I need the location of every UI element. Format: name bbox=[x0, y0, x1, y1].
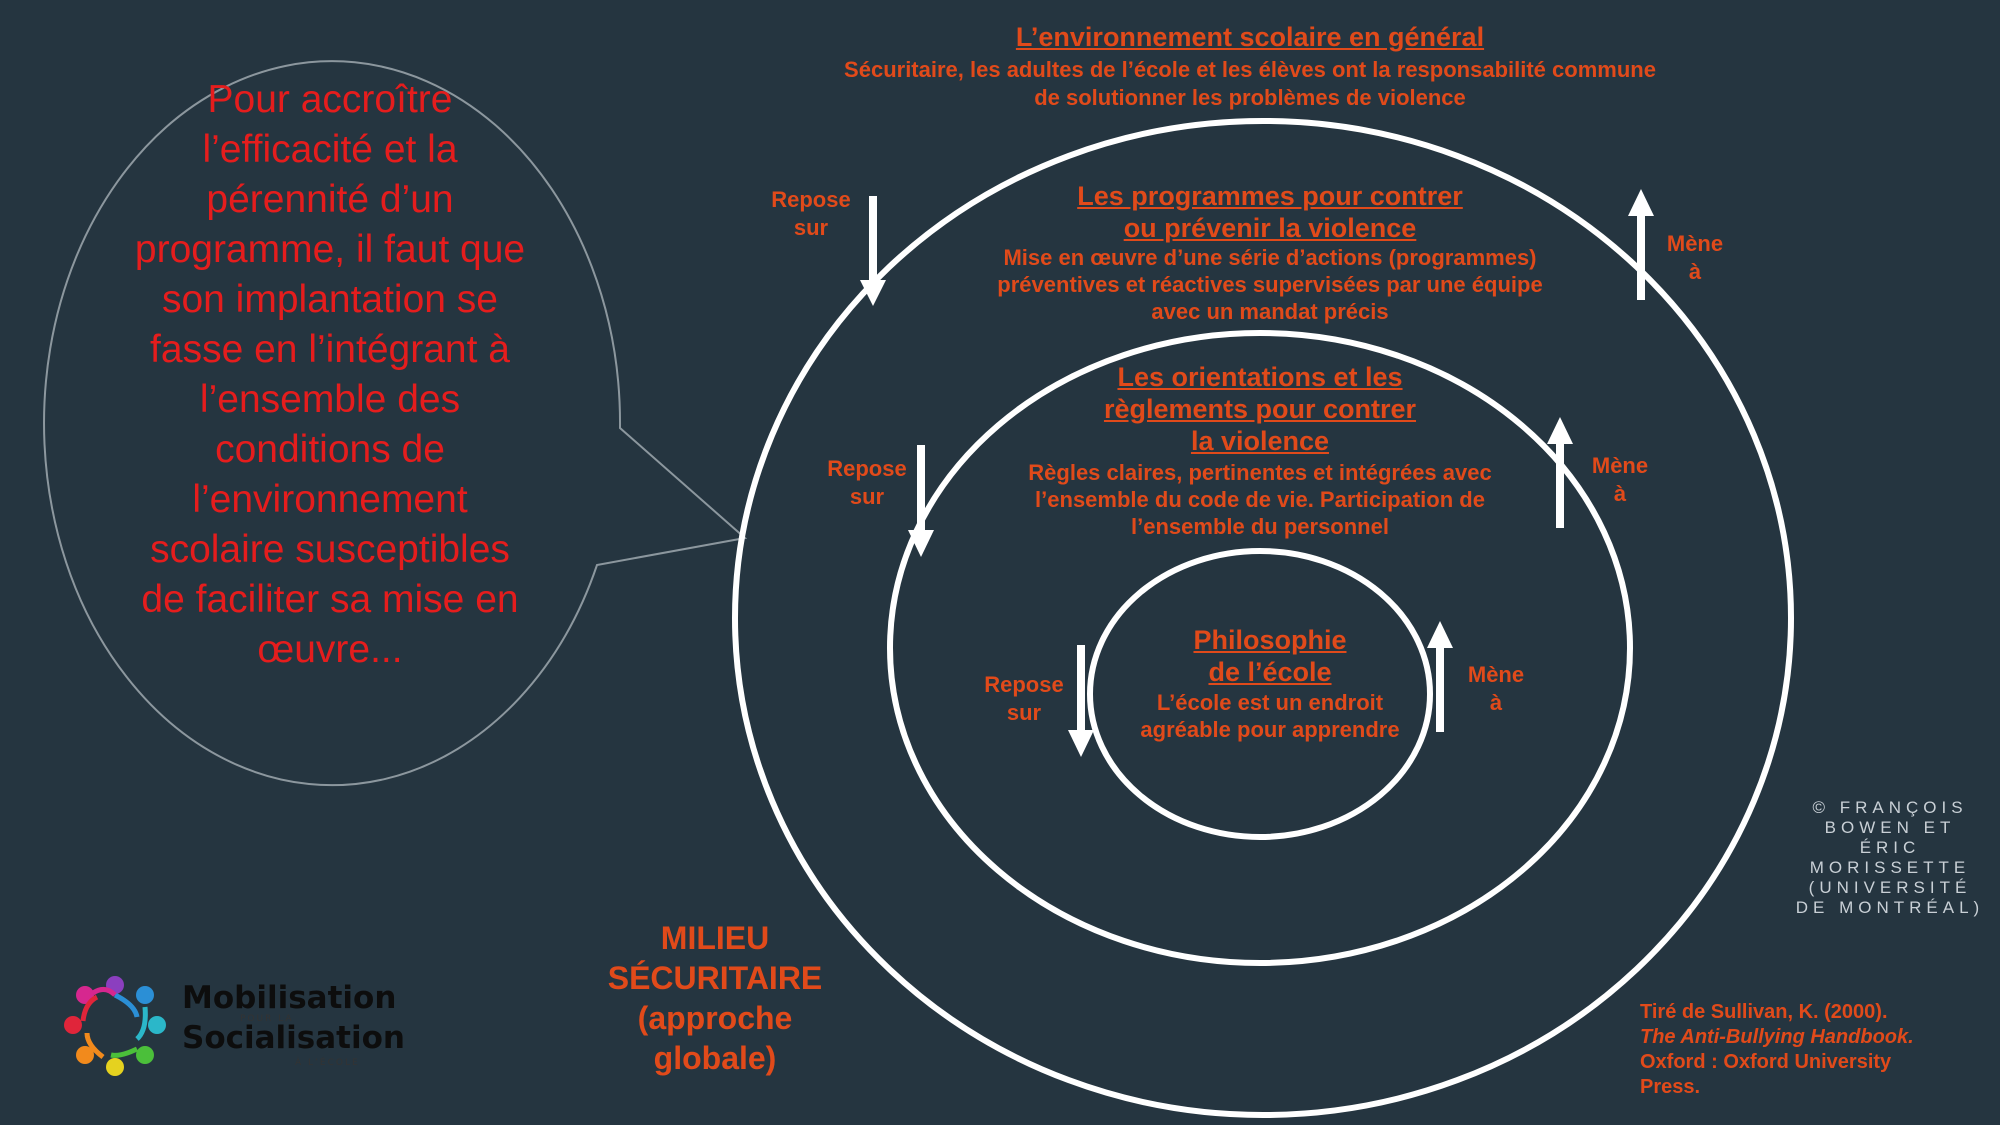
logo-small-text-2: À L’ÉCOLE bbox=[295, 1058, 360, 1068]
repose-sur-label-inner: Repose sur bbox=[954, 671, 1094, 727]
logo-mark bbox=[64, 976, 166, 1076]
header-subtitle-line2: de solutionner les problèmes de violence bbox=[1034, 85, 1466, 110]
copyright-credit: © FRANÇOIS BOWEN ET ÉRIC MORISSETTE (UNI… bbox=[1795, 798, 1985, 917]
programmes-title-line2: ou prévenir la violence bbox=[1123, 213, 1417, 243]
header-subtitle-line1: Sécuritaire, les adultes de l’école et l… bbox=[844, 57, 1656, 82]
arrow-down-middle bbox=[908, 445, 934, 557]
arrow-up-outer bbox=[1628, 189, 1654, 300]
a-word: à bbox=[1688, 259, 1702, 284]
programmes-desc-line1: Mise en œuvre d’une série d’actions (pro… bbox=[1003, 245, 1537, 270]
mene-a-label-outer: Mène à bbox=[1625, 230, 1765, 286]
programmes-desc-line3: avec un mandat précis bbox=[1151, 299, 1389, 324]
sur-word: sur bbox=[793, 215, 829, 240]
programmes-description: Mise en œuvre d’une série d’actions (pro… bbox=[870, 244, 1670, 325]
repose-word: Repose bbox=[984, 672, 1064, 697]
sur-word: sur bbox=[1006, 700, 1042, 725]
philosophie-title: Philosophie de l’école bbox=[1070, 624, 1470, 688]
mene-word: Mène bbox=[1666, 231, 1724, 256]
repose-word: Repose bbox=[771, 187, 851, 212]
orientations-desc-line2: l’ensemble du code de vie. Participation… bbox=[1035, 487, 1485, 512]
logo-line2: Socialisation bbox=[182, 1020, 405, 1056]
logo-line1: Mobilisation bbox=[182, 980, 397, 1016]
a-word: à bbox=[1489, 690, 1503, 715]
arrow-up-middle bbox=[1547, 417, 1573, 528]
arrow-up-inner bbox=[1427, 621, 1453, 732]
outer-circle bbox=[732, 118, 1794, 1118]
repose-sur-label-outer: Repose sur bbox=[741, 186, 881, 242]
mene-a-label-middle: Mène à bbox=[1550, 452, 1690, 508]
programmes-desc-line2: préventives et réactives supervisées par… bbox=[997, 272, 1543, 297]
orientations-title-line2: règlements pour contrer bbox=[1103, 394, 1417, 424]
a-word: à bbox=[1613, 481, 1627, 506]
source-line1: Tiré de Sullivan, K. (2000). bbox=[1640, 1001, 1888, 1023]
milieu-line2: SÉCURITAIRE bbox=[607, 960, 823, 996]
mene-word: Mène bbox=[1467, 662, 1525, 687]
source-citation: Tiré de Sullivan, K. (2000). The Anti-Bu… bbox=[1640, 1000, 1990, 1100]
programmes-title: Les programmes pour contrer ou prévenir … bbox=[870, 180, 1670, 244]
milieu-securitaire-label: MILIEU SÉCURITAIRE (approche globale) bbox=[580, 918, 850, 1078]
programmes-title-line1: Les programmes pour contrer bbox=[1077, 181, 1463, 211]
logo-wordmark: Mobilisation Socialisation bbox=[182, 978, 405, 1058]
philosophie-desc-line2: agréable pour apprendre bbox=[1140, 717, 1400, 742]
arrow-down-inner bbox=[1068, 645, 1094, 757]
mene-word: Mène bbox=[1591, 453, 1649, 478]
header-subtitle: Sécuritaire, les adultes de l’école et l… bbox=[700, 56, 1800, 112]
milieu-line4: globale) bbox=[653, 1040, 777, 1076]
logo-small-text-1: POUR LA bbox=[240, 1014, 294, 1024]
orientations-desc-line3: l’ensemble du personnel bbox=[1131, 514, 1389, 539]
orientations-title-line3: la violence bbox=[1190, 426, 1330, 456]
repose-word: Repose bbox=[827, 456, 907, 481]
header-title: L’environnement scolaire en général bbox=[1015, 22, 1485, 52]
source-line2-book-title: The Anti-Bullying Handbook. bbox=[1640, 1026, 1914, 1048]
repose-sur-label-middle: Repose sur bbox=[797, 455, 937, 511]
orientations-description: Règles claires, pertinentes et intégrées… bbox=[940, 459, 1580, 540]
source-line4: Press. bbox=[1640, 1076, 1701, 1098]
philosophie-title-line2: de l’école bbox=[1208, 657, 1332, 687]
philosophie-desc-line1: L’école est un endroit bbox=[1156, 690, 1384, 715]
arrow-down-outer bbox=[860, 196, 886, 306]
sur-word: sur bbox=[849, 484, 885, 509]
milieu-line3: (approche bbox=[637, 1000, 793, 1036]
middle-circle bbox=[887, 330, 1633, 966]
mene-a-label-inner: Mène à bbox=[1426, 661, 1566, 717]
source-line3: Oxford : Oxford University bbox=[1640, 1051, 1892, 1073]
milieu-line1: MILIEU bbox=[660, 920, 770, 956]
orientations-desc-line1: Règles claires, pertinentes et intégrées… bbox=[1028, 460, 1492, 485]
speech-bubble bbox=[43, 60, 748, 787]
inner-circle bbox=[1087, 548, 1433, 840]
bubble-text: Pour accroître l’efficacité et la pérenn… bbox=[134, 78, 526, 671]
philosophie-title-line1: Philosophie bbox=[1193, 625, 1347, 655]
orientations-title: Les orientations et les règlements pour … bbox=[960, 361, 1560, 457]
philosophie-description: L’école est un endroit agréable pour app… bbox=[1070, 689, 1470, 743]
orientations-title-line1: Les orientations et les bbox=[1117, 362, 1403, 392]
